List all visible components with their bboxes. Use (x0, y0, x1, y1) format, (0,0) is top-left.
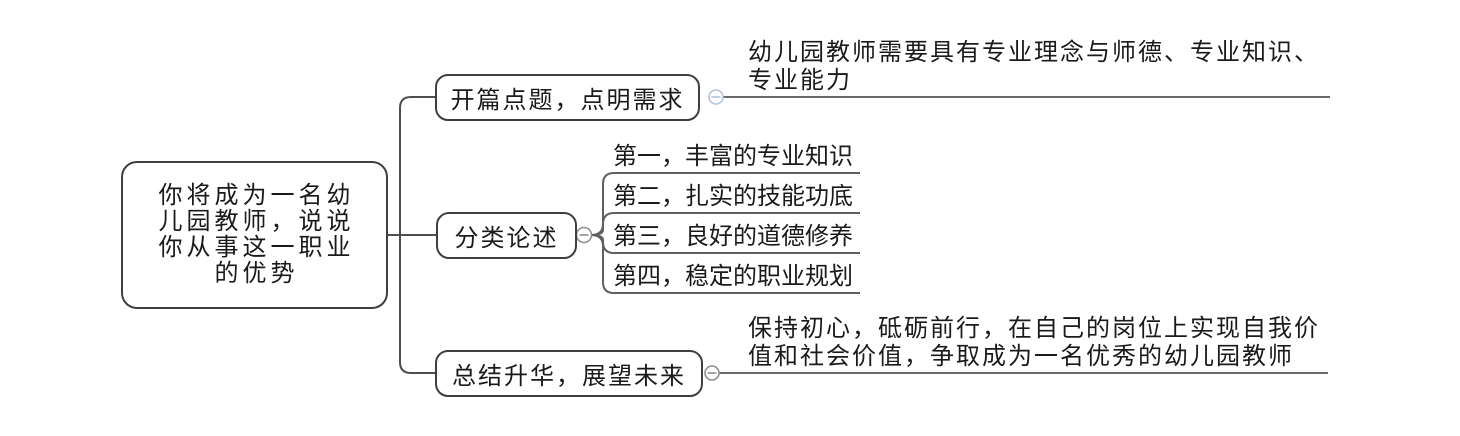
connector-trunk (399, 96, 435, 374)
root-topic-label-line: 你将成为一名幼 (158, 183, 355, 209)
leaf-topic-text-line: 保持初心，砥砺前行，在自己的岗位上实现自我价 (748, 316, 1320, 342)
branch-topic-opening[interactable]: 开篇点题，点明需求 (435, 74, 700, 121)
root-topic-label-line: 儿园教师，说说 (158, 209, 355, 235)
leaf-topic-summary-note[interactable]: 保持初心，砥砺前行，在自己的岗位上实现自我价 值和社会价值，争取成为一名优秀的幼… (748, 315, 1348, 371)
leaf-topic-text-line: 值和社会价值，争取成为一名优秀的幼儿园教师 (748, 344, 1294, 370)
subtopic-item-2[interactable]: 第二，扎实的技能功底 (613, 184, 853, 210)
leaf-topic-opening-note[interactable]: 幼儿园教师需要具有专业理念与师德、专业知识、 专业能力 (748, 39, 1348, 95)
root-topic-label-line: 的优势 (214, 261, 299, 287)
collapse-handle-icon-branch-1[interactable] (708, 89, 724, 105)
subtopic-item-1[interactable]: 第一，丰富的专业知识 (613, 144, 853, 170)
branch-topic-summary[interactable]: 总结升华，展望未来 (435, 350, 703, 397)
root-topic-label-line: 你从事这一职业 (158, 235, 355, 261)
leaf-topic-text-line: 幼儿园教师需要具有专业理念与师德、专业知识、 (748, 40, 1320, 66)
branch-topic-classification[interactable]: 分类论述 (436, 212, 577, 259)
collapse-handle-icon-branch-3[interactable] (704, 365, 720, 381)
subtopic-underline-2 (590, 212, 860, 236)
root-topic[interactable]: 你将成为一名幼 儿园教师，说说 你从事这一职业 的优势 (121, 161, 388, 309)
subtopic-underline-4 (590, 234, 860, 294)
collapse-handle-icon-branch-2[interactable] (575, 226, 593, 244)
leaf-topic-text-line: 专业能力 (748, 68, 852, 94)
subtopic-item-3[interactable]: 第三，良好的道德修养 (613, 224, 853, 250)
subtopic-item-4[interactable]: 第四，稳定的职业规划 (613, 264, 853, 290)
